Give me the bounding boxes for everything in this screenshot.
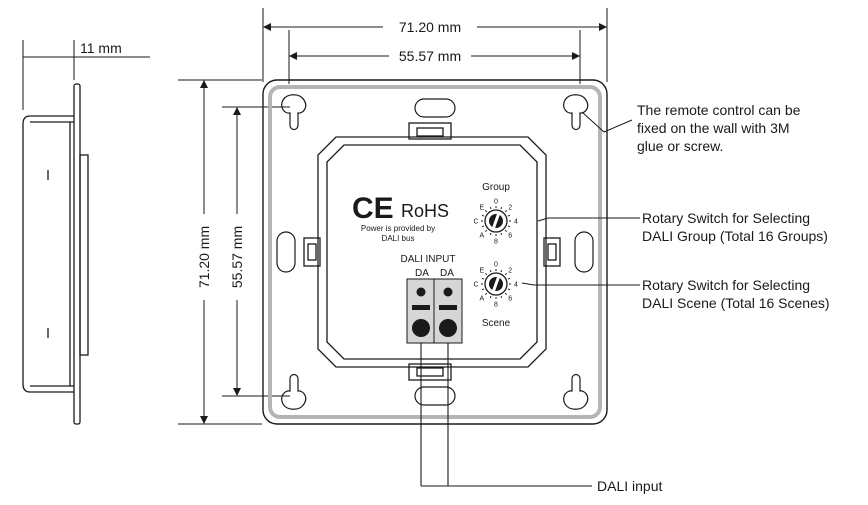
dial-tick — [485, 229, 488, 232]
dali-input-label: DALI INPUT — [400, 254, 455, 265]
dial-tick — [500, 232, 503, 236]
dial-digit: 6 — [508, 233, 512, 240]
width-dimensions — [262, 8, 608, 84]
callout-leaders — [521, 111, 640, 286]
dial-digit: 2 — [508, 267, 512, 274]
dial-tick — [507, 225, 511, 228]
rohs-mark: RoHS — [401, 201, 449, 221]
scene-callout-line2: DALI Scene (Total 16 Scenes) — [642, 295, 830, 311]
dial-digit: C — [473, 282, 478, 289]
housing — [303, 122, 561, 381]
front-plate — [262, 79, 608, 425]
dial-tick — [489, 269, 492, 273]
dial-tick — [485, 273, 488, 276]
dial-tick — [500, 206, 503, 210]
dial-digit: 2 — [508, 204, 512, 211]
dial-slot — [491, 212, 501, 230]
dial-knob — [484, 209, 508, 233]
mounting-callout-line1: The remote control can be — [637, 102, 801, 118]
group-callout-line2: DALI Group (Total 16 Groups) — [642, 228, 828, 244]
dial-tick — [507, 277, 511, 280]
dial-tick — [489, 295, 492, 299]
dial-digit: 8 — [494, 239, 498, 246]
mounting-width-label: 55.57 mm — [399, 48, 461, 64]
dial-digit: 4 — [514, 282, 518, 289]
mounting-height-label: 55.57 mm — [229, 226, 245, 288]
dial-digit: 0 — [494, 262, 498, 269]
dial-tick — [485, 292, 488, 295]
terminal-block — [406, 278, 463, 344]
power-note-line2: DALI bus — [382, 234, 415, 243]
group-rotary-switch: 0 2 46 8 AC E — [473, 199, 518, 246]
dial-digit: A — [480, 233, 485, 240]
dali-input-callout: DALI input — [597, 478, 662, 494]
scene-rotary-switch: 0 2 46 8 AC E — [473, 262, 518, 309]
dial-tick — [504, 229, 507, 232]
group-label: Group — [482, 182, 510, 193]
dial-tick — [504, 210, 507, 213]
dial-digit: C — [473, 219, 478, 226]
power-note-line1: Power is provided by — [361, 224, 435, 233]
side-view — [22, 83, 89, 425]
group-callout-line1: Rotary Switch for Selecting — [642, 210, 810, 226]
dali-input-wires — [420, 343, 592, 487]
mounting-callout-line3: glue or screw. — [637, 138, 723, 154]
screw-slots — [276, 94, 594, 410]
dial-tick — [485, 210, 488, 213]
dial-tick — [481, 288, 485, 291]
dial-tick — [481, 225, 485, 228]
dial-slot — [491, 275, 501, 293]
overall-height-label: 71.20 mm — [196, 226, 212, 288]
dial-digit: A — [480, 296, 485, 303]
dial-tick — [507, 288, 511, 291]
scene-callout-line1: Rotary Switch for Selecting — [642, 277, 810, 293]
dial-knob — [484, 272, 508, 296]
dial-tick — [504, 292, 507, 295]
da-label-1: DA — [415, 268, 429, 279]
dial-digit: E — [480, 267, 485, 274]
dial-tick — [489, 206, 492, 210]
dial-tick — [504, 273, 507, 276]
overall-width-label: 71.20 mm — [399, 19, 461, 35]
scene-label: Scene — [482, 318, 511, 329]
dial-tick — [489, 232, 492, 236]
dial-tick — [507, 214, 511, 217]
dial-tick — [481, 214, 485, 217]
dial-tick — [481, 277, 485, 280]
da-label-2: DA — [440, 268, 454, 279]
height-dimensions — [178, 79, 290, 425]
dial-digit: E — [480, 204, 485, 211]
depth-dimension — [22, 40, 150, 110]
ce-mark: CE — [352, 192, 394, 225]
dial-digit: 4 — [514, 219, 518, 226]
dial-tick — [500, 295, 503, 299]
dial-digit: 6 — [508, 296, 512, 303]
mounting-callout-line2: fixed on the wall with 3M — [637, 120, 790, 136]
dial-tick — [500, 269, 503, 273]
dial-digit: 0 — [494, 199, 498, 206]
dial-digit: 8 — [494, 302, 498, 309]
depth-label: 11 mm — [80, 40, 122, 56]
